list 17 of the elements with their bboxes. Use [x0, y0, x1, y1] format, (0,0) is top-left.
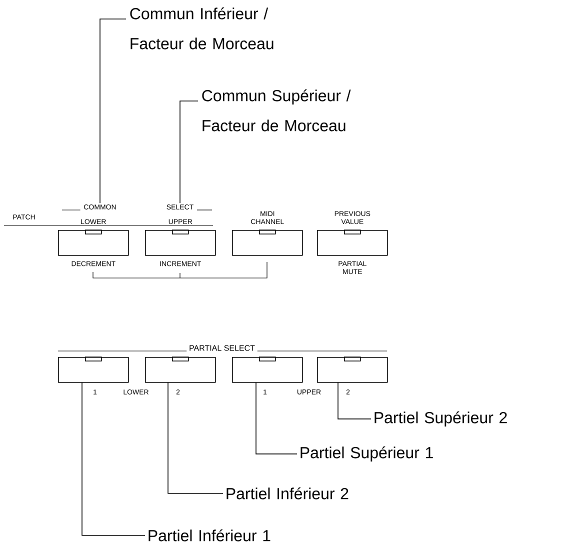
button	[145, 356, 216, 383]
leader-line	[180, 100, 198, 204]
leader-line	[100, 18, 126, 204]
leader-line	[256, 382, 298, 454]
callout-text: Partiel Inférieur 2	[226, 487, 348, 500]
section-label: PARTIAL SELECT	[190, 345, 255, 351]
button	[232, 356, 303, 383]
callout-text: Partiel Supérieur 2	[374, 411, 507, 426]
callout-text: Commun Supérieur / Facteur de Morceau	[202, 89, 351, 132]
button	[317, 356, 388, 383]
callout-text: Partiel Supérieur 1	[300, 446, 433, 462]
callout-text: Partiel Inférieur 1	[148, 529, 270, 542]
leader-line	[338, 382, 372, 420]
leader-line	[82, 382, 146, 536]
button	[58, 356, 129, 383]
leader-line	[168, 382, 224, 494]
callout-text: Commun Inférieur / Facteur de Morceau	[130, 7, 274, 50]
